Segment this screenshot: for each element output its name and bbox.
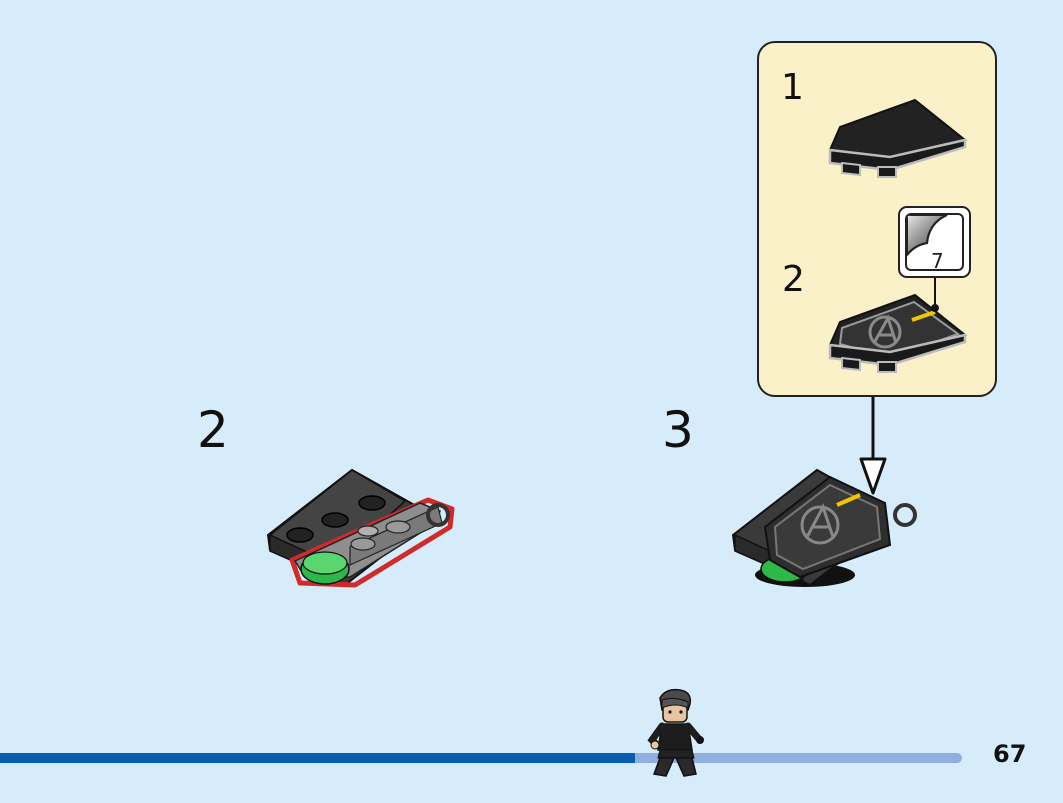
sticker-sheet-badge: 7 (898, 206, 971, 278)
step-number: 3 (662, 401, 694, 459)
substep-number: 2 (782, 259, 805, 300)
minifigure-runner-icon (647, 688, 704, 777)
progress-bar (0, 753, 962, 763)
wedge-tile-part (828, 98, 967, 178)
sticker-peel-icon (907, 215, 948, 257)
progress-fill (0, 753, 635, 763)
page-number: 67 (993, 740, 1027, 768)
step-number: 2 (197, 401, 229, 459)
sticker-number: 7 (931, 249, 944, 271)
placement-arrow (859, 397, 887, 495)
stickered-tile-part (828, 293, 967, 373)
step-3-build-illustration (731, 468, 917, 587)
sticker-leader-line (931, 276, 939, 312)
substep-number: 1 (781, 67, 804, 108)
step-2-build-illustration (266, 468, 455, 588)
